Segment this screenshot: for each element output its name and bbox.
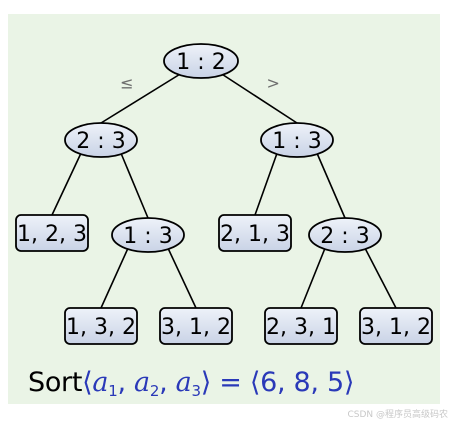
leaf-node-lrl: 1, 3, 2 (64, 307, 138, 345)
node-shape-ll (15, 214, 89, 252)
caption-var-a2: a (134, 367, 150, 398)
leaf-node-rrl: 2, 3, 1 (264, 307, 338, 345)
leaf-node-rrr: 3, 1, 2 (359, 307, 433, 345)
node-label-rrl: 2, 3, 1 (266, 315, 336, 340)
edge-label-root-l: ≤ (120, 73, 133, 92)
edge-l-ll (51, 152, 82, 216)
caption-close-bracket: ⟩ (200, 367, 212, 398)
node-shape-lr (111, 217, 185, 253)
node-label-lr: 1 : 3 (123, 224, 172, 249)
node-label-rrr: 3, 1, 2 (361, 315, 431, 340)
comparison-node-r: 1 : 3 (260, 122, 334, 158)
edge-r-rr (316, 152, 346, 219)
node-shape-l (64, 122, 138, 158)
sort-caption: Sort⟨a1, a2, a3⟩ = ⟨6, 8, 5⟩ (28, 367, 354, 400)
edge-rr-rrl (300, 247, 326, 309)
edge-r-rl (254, 152, 278, 216)
node-label-rr: 2 : 3 (320, 224, 369, 249)
node-shape-rl (218, 214, 292, 252)
node-shape-r (260, 122, 334, 158)
caption-result: ⟨6, 8, 5⟩ (249, 367, 355, 398)
node-label-ll: 1, 2, 3 (17, 222, 87, 247)
caption-equals: = (210, 367, 250, 398)
leaf-node-ll: 1, 2, 3 (15, 214, 89, 252)
node-label-lrl: 1, 3, 2 (66, 315, 136, 340)
comparison-node-root: 1 : 2 (163, 43, 239, 79)
edge-lr-lrr (167, 247, 197, 309)
caption-input: ⟨a1, a2, a3⟩ (82, 367, 212, 400)
node-shape-lrr (159, 307, 233, 345)
node-label-lrr: 3, 1, 2 (161, 315, 231, 340)
caption-prefix: Sort (28, 367, 83, 398)
node-shape-root (163, 43, 239, 79)
comparison-node-lr: 1 : 3 (111, 217, 185, 253)
node-shape-rrl (264, 307, 338, 345)
edge-root-l (100, 73, 182, 124)
node-label-root: 1 : 2 (176, 50, 225, 75)
edge-label-root-r: > (266, 73, 279, 92)
edge-rr-rrr (364, 247, 397, 309)
caption-open-bracket: ⟨ (82, 367, 93, 398)
edge-root-r (220, 73, 298, 124)
node-shape-rr (308, 217, 382, 253)
caption-var-a3: a (175, 367, 192, 398)
leaf-node-rl: 2, 1, 3 (218, 214, 292, 252)
caption-sub-1: 1 (108, 382, 118, 400)
caption-sub-3: 3 (191, 382, 201, 400)
node-shape-lrl (64, 307, 138, 345)
caption-var-a1: a (92, 367, 109, 398)
leaf-node-lrr: 3, 1, 2 (159, 307, 233, 345)
watermark: CSDN @程序员高级码农 (347, 410, 448, 420)
edge-lr-lrl (100, 247, 129, 309)
edge-l-lr (120, 152, 149, 219)
node-label-rl: 2, 1, 3 (220, 222, 290, 247)
node-label-l: 2 : 3 (76, 129, 125, 154)
node-label-r: 1 : 3 (272, 129, 321, 154)
comparison-node-rr: 2 : 3 (308, 217, 382, 253)
comparison-node-l: 2 : 3 (64, 122, 138, 158)
node-shape-rrr (359, 307, 433, 345)
caption-sub-2: 2 (149, 382, 160, 400)
